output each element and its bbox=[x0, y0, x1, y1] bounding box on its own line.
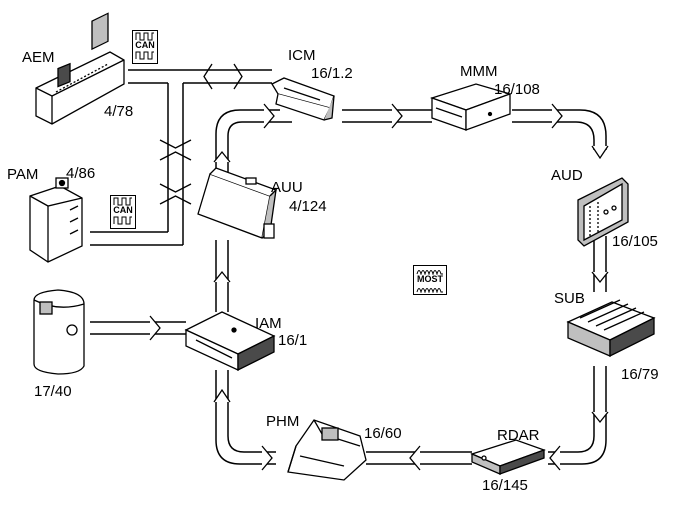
phm-code: 16/60 bbox=[364, 425, 402, 442]
rdar-code: 16/145 bbox=[482, 477, 528, 494]
auu-code: 4/124 bbox=[289, 198, 327, 215]
icm-code: 16/1.2 bbox=[311, 65, 353, 82]
can-wave-icon bbox=[113, 216, 132, 225]
auu-name: AUU bbox=[271, 179, 303, 196]
mmm-code: 16/108 bbox=[494, 81, 540, 98]
pam-code: 4/86 bbox=[66, 165, 96, 182]
iam-code: 16/1 bbox=[278, 332, 308, 349]
can-symbol-top: CAN bbox=[132, 30, 158, 64]
aud-name: AUD bbox=[551, 167, 583, 184]
module-17-40-image bbox=[33, 289, 85, 375]
rdar-name: RDAR bbox=[497, 427, 540, 444]
mmm-name: MMM bbox=[460, 63, 498, 80]
can-bus-arrow-marks bbox=[159, 63, 243, 205]
rdar-module-image bbox=[470, 439, 546, 475]
sub-name: SUB bbox=[554, 290, 585, 307]
icm-module-image bbox=[271, 77, 335, 121]
iam-module-image bbox=[184, 311, 276, 372]
phm-module-image bbox=[287, 419, 367, 481]
aud-code: 16/105 bbox=[612, 233, 658, 250]
can-symbol-bottom: CAN bbox=[110, 195, 136, 229]
can-symbol-bottom-label: CAN bbox=[113, 205, 133, 215]
aem-code: 4/78 bbox=[104, 103, 134, 120]
aem-name: AEM bbox=[22, 49, 55, 66]
mmm-module-image bbox=[429, 83, 513, 131]
pam-name: PAM bbox=[7, 166, 39, 183]
can-wave-icon bbox=[135, 32, 154, 41]
most-wave-icon bbox=[416, 270, 443, 275]
sub-code: 16/79 bbox=[621, 366, 659, 383]
can-symbol-top-label: CAN bbox=[135, 40, 155, 50]
aud-module-image bbox=[577, 177, 629, 247]
icm-name: ICM bbox=[288, 47, 316, 64]
can-wave-icon bbox=[135, 51, 154, 60]
auu-module-image bbox=[197, 167, 278, 239]
module-17-40-code: 17/40 bbox=[34, 383, 72, 400]
phm-name: PHM bbox=[266, 413, 300, 430]
aem-module-image bbox=[35, 12, 125, 125]
most-ring bbox=[90, 109, 607, 465]
iam-name: IAM bbox=[255, 315, 282, 332]
can-bus-lines bbox=[90, 69, 272, 246]
can-wave-icon bbox=[113, 197, 132, 206]
most-symbol-label: MOST bbox=[417, 274, 443, 284]
pam-module-image bbox=[29, 177, 83, 263]
most-wave-icon bbox=[416, 288, 443, 293]
most-symbol: MOST bbox=[413, 265, 447, 295]
most-direction-arrows bbox=[149, 103, 609, 471]
sub-module-image bbox=[566, 299, 656, 358]
